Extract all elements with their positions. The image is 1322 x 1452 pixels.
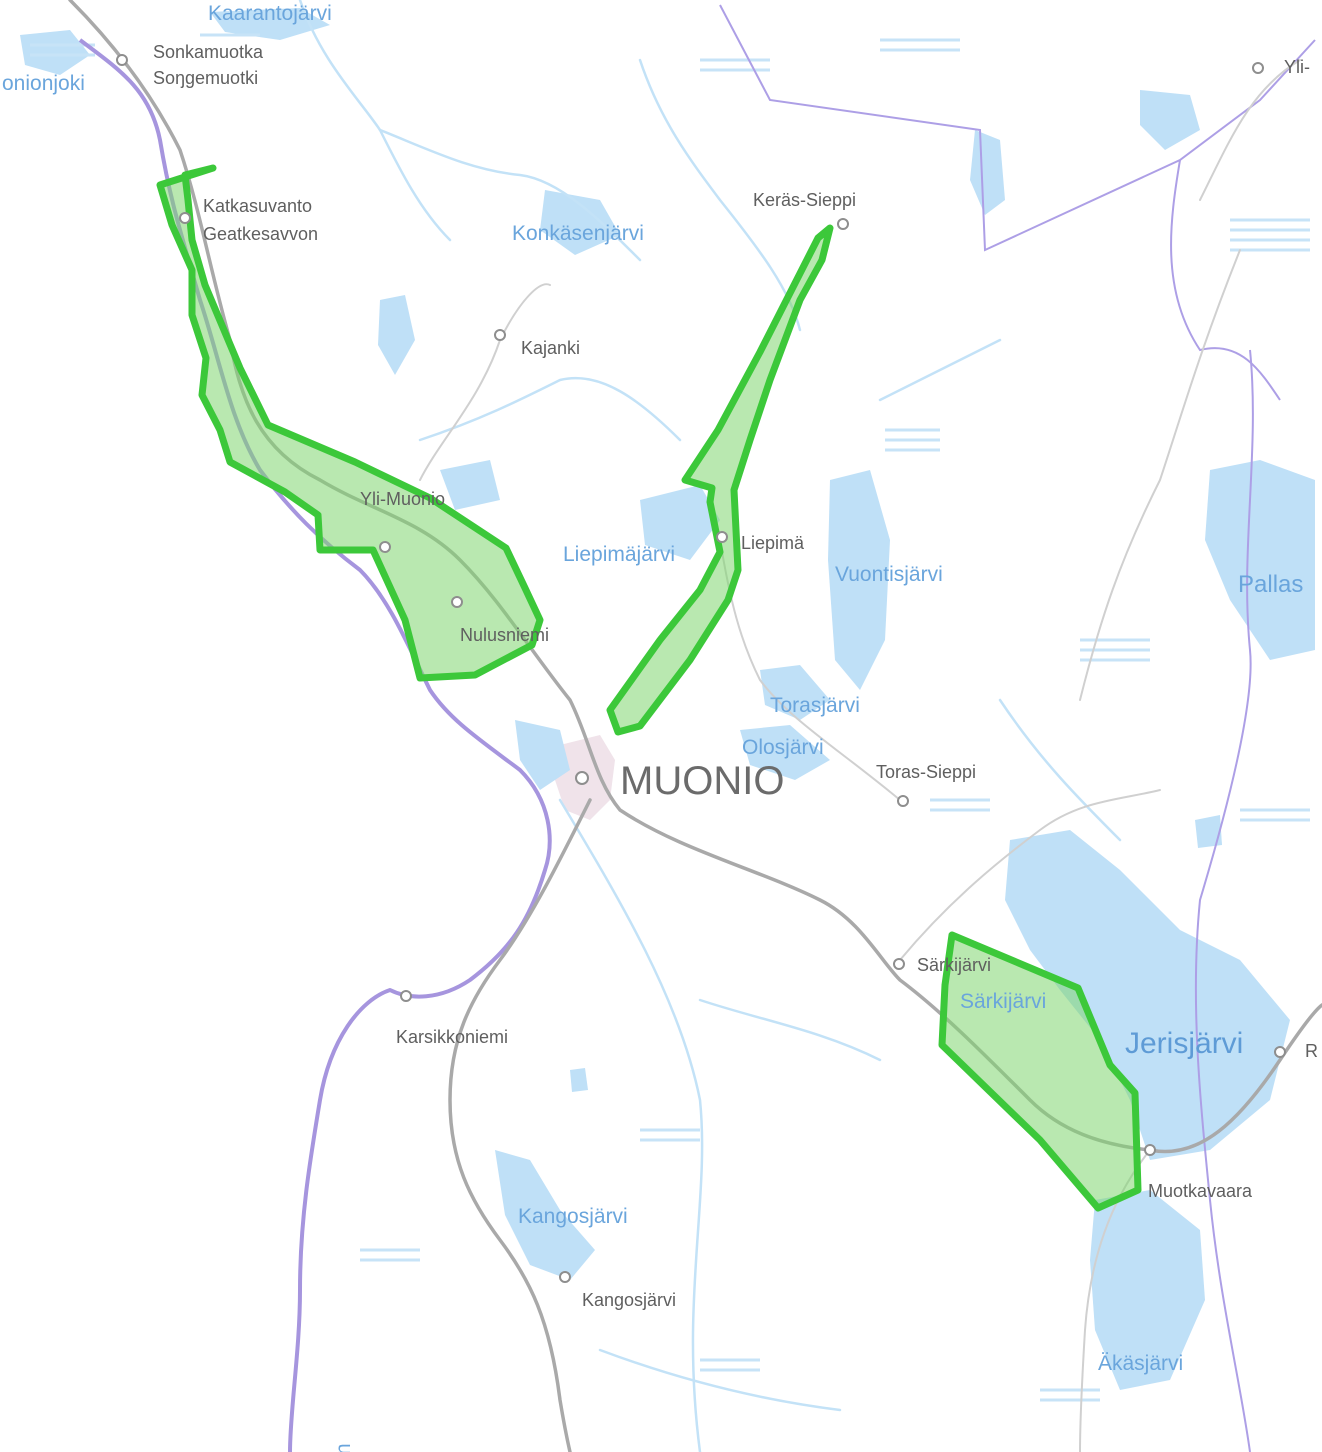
place-label-sarkijarvi: Särkijärvi [917,955,991,975]
river-9 [998,698,1122,842]
lakes [20,8,1315,1390]
liepima-zone[interactable] [606,224,834,736]
place-label-toras-sieppi: Toras-Sieppi [876,762,976,782]
water-label-kaarantojarvi: Kaarantojärvi [208,2,332,25]
water-label-konkasenjarvi: Konkäsenjärvi [512,222,644,245]
marker-nulusniemi [451,596,463,608]
marker-muotkavaara [1144,1144,1156,1156]
lake-small-2 [440,460,500,510]
sarkijarvi-zone[interactable] [938,931,1142,1212]
marker-yli-cut [1252,62,1264,74]
lake-torasjarvi [760,665,830,720]
river-4 [418,376,682,442]
lake-jerisjarvi [1005,830,1290,1160]
northwest-zone[interactable] [156,164,544,682]
place-label-muotkavaara: Muotkavaara [1148,1181,1253,1201]
minor-road-3 [899,789,1161,961]
water-label-vuontisjarvi: Vuontisjärvi [835,563,943,586]
lake-liepimajarvi [640,485,720,560]
place-label-sonkamuotka: Sonkamuotka [153,42,264,62]
river-3 [638,58,802,332]
marker-sonkamuotka [116,54,128,66]
wetland-hatching [30,33,1310,1402]
marker-toras-sieppi [897,795,909,807]
rivers [298,0,1122,1452]
place-label-muonio: MUONIO [620,759,784,803]
lake-top-left [20,30,90,75]
river-8 [598,1348,842,1412]
lake-pallas [1205,460,1315,660]
place-label-kangosjarvi: Kangosjärvi [582,1290,676,1310]
lake-olosjarvi [740,725,830,780]
lake-vuontisjarvi [828,470,890,690]
river-7 [878,338,1002,402]
water-label-sarkijarvi: Särkijärvi [960,990,1046,1013]
marker-kangosjarvi [559,1271,571,1283]
minor-road-1 [419,283,551,481]
place-label-r-cut: R [1305,1041,1318,1061]
lake-east-small [1195,815,1222,848]
south-road [448,798,592,1452]
place-label-kajanki: Kajanki [521,338,580,358]
place-label-keras-sieppi: Keräs-Sieppi [753,190,856,210]
lake-konkasenjarvi [540,190,620,255]
place-markers [116,54,1286,1283]
water-label-jerisjarvi: Jerisjärvi [1125,1027,1243,1060]
marker-yli-muonio [379,541,391,553]
water-label-olosjarvi: Olosjärvi [742,736,824,759]
marker-karsikkoniemi [400,990,412,1002]
lake-kangosjarvi [495,1150,595,1280]
water-label-liepimajarvi: Liepimäjärvi [563,543,675,566]
place-label-karsikkoniemi: Karsikkoniemi [396,1027,508,1047]
place-label-sonjemuotki: Soŋgemuotki [153,68,258,88]
minor-road-5 [1199,59,1301,201]
municipal-boundaries [719,4,1316,1452]
lake-muonio-river-wide [515,720,570,790]
lake-small-1 [378,295,415,375]
marker-kajanki [494,329,506,341]
water-label-bottom-river: n [332,1443,355,1452]
place-label-yli-muonio: Yli-Muonio [360,489,445,509]
marker-keras-sieppi [837,218,849,230]
highlighted-areas[interactable] [156,164,1142,1212]
marker-liepima [716,531,728,543]
marker-katkasuvanto [179,212,191,224]
lake-south-small [570,1068,588,1092]
lake-akasjarvi [1090,1190,1205,1390]
place-label-nulusniemi: Nulusniemi [460,625,549,645]
marker-muonio [575,771,589,785]
lake-north-center [970,130,1005,215]
river-6 [698,998,882,1062]
water-label-muonionjoki: onionjoki [2,72,85,95]
water-label-pallas: Pallas [1238,571,1303,598]
marker-r-cut [1274,1046,1286,1058]
water-label-akasjarvi: Äkäsjärvi [1098,1352,1183,1375]
place-label-geatkesavvon: Geatkesavvon [203,224,318,244]
water-label-torasjarvi: Torasjärvi [770,694,860,717]
water-label-kangosjarvi: Kangosjärvi [518,1205,628,1228]
river-2 [378,128,642,262]
place-label-katkasuvanto: Katkasuvanto [203,196,312,216]
marker-sarkijarvi [893,958,905,970]
place-label-liepima: Liepimä [741,533,805,553]
lake-north-right [1140,90,1200,150]
lake-kaarantojarvi [210,8,330,40]
river-5 [558,798,704,1452]
minor-road-6 [1079,249,1241,701]
place-label-yli-cut: Yli- [1284,57,1310,77]
place-labels: Sonkamuotka Soŋgemuotki Katkasuvanto Gea… [153,42,1318,1310]
